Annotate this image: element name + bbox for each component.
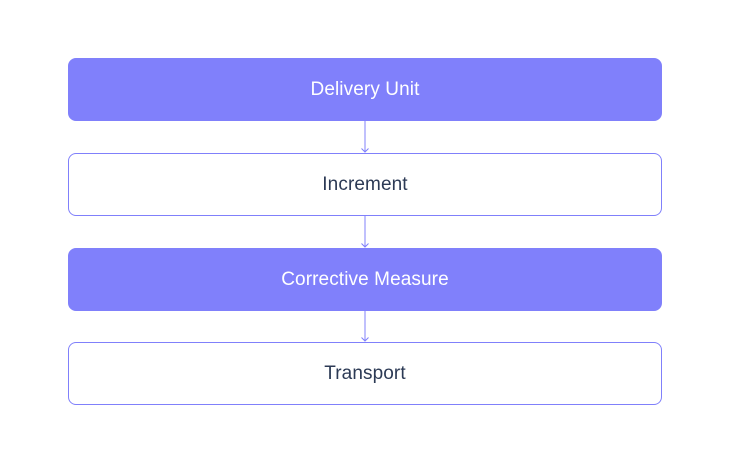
node-increment: Increment: [68, 153, 662, 216]
node-label: Increment: [322, 173, 408, 195]
edge-3-arrowhead: [361, 337, 369, 342]
edge-1-arrowhead: [361, 148, 369, 153]
node-label: Delivery Unit: [310, 78, 420, 100]
edge-1: [361, 121, 369, 153]
node-label: Corrective Measure: [281, 268, 449, 290]
node-corrective-measure: Corrective Measure: [68, 248, 662, 311]
node-transport: Transport: [68, 342, 662, 405]
node-label: Transport: [324, 362, 406, 384]
edge-2: [361, 216, 369, 248]
edge-3: [361, 311, 369, 342]
edge-2-arrowhead: [361, 243, 369, 248]
node-delivery-unit: Delivery Unit: [68, 58, 662, 121]
